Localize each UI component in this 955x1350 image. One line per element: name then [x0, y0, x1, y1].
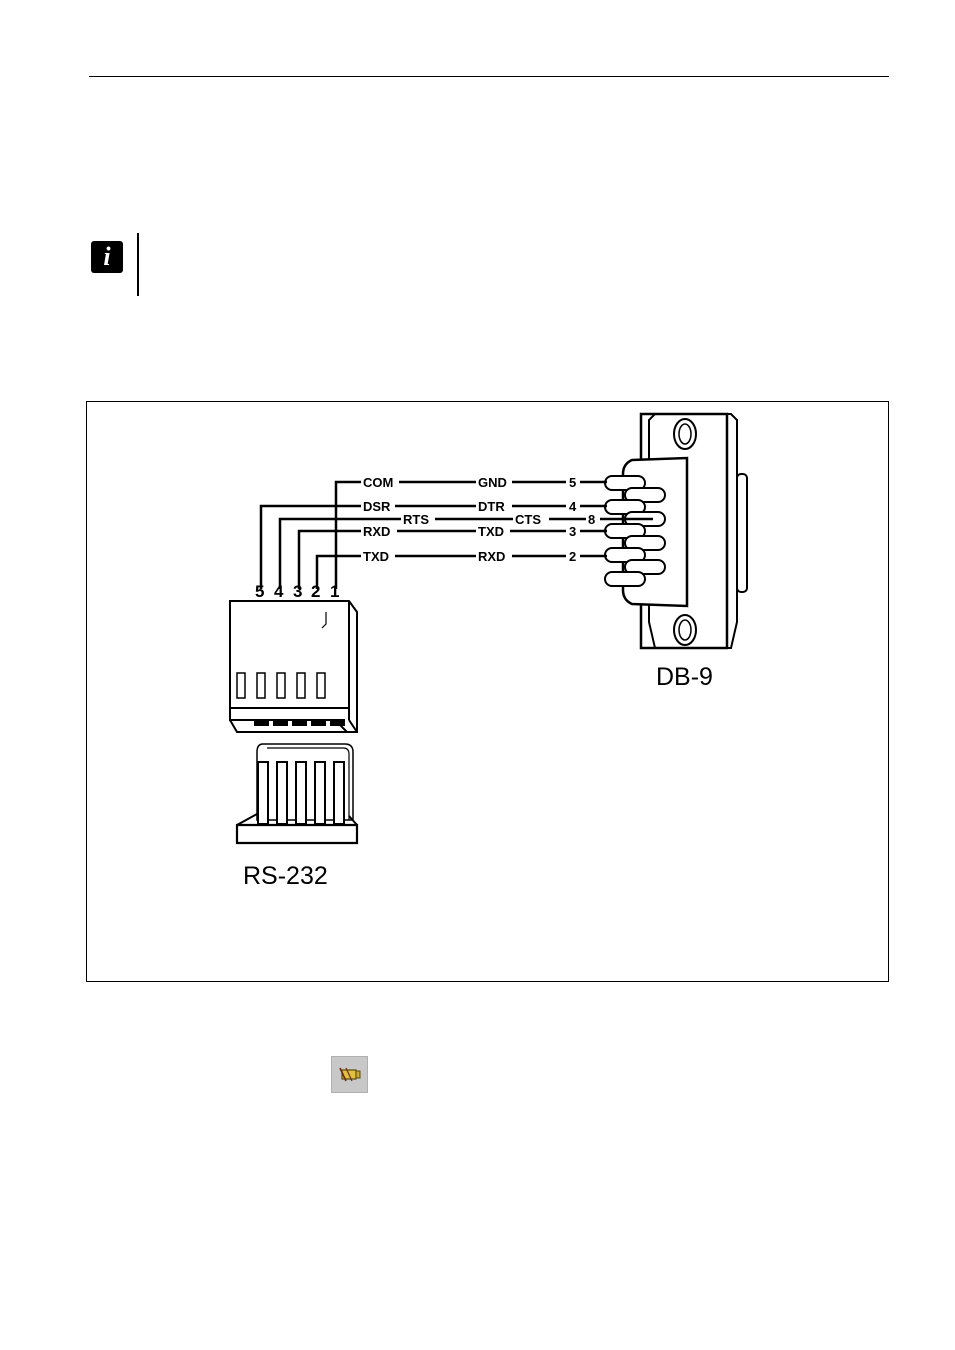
wire-label-rts: RTS: [403, 512, 429, 527]
connect-icon[interactable]: [331, 1056, 368, 1093]
wire-labels: COM GND 5 DSR DTR 4 RTS CTS 8 RXD TXD 3 …: [361, 475, 600, 564]
db9-pin-3: 3: [569, 524, 576, 539]
wire-label-txd-2: TXD: [363, 549, 389, 564]
rs232-pin-5: 5: [255, 582, 264, 601]
rs232-pin-3: 3: [293, 582, 302, 601]
note-bar: [137, 233, 139, 296]
rs232-plug: [229, 600, 358, 733]
info-glyph: i: [103, 242, 111, 271]
figure-frame: COM GND 5 DSR DTR 4 RTS CTS 8 RXD TXD 3 …: [86, 401, 889, 982]
header-rule: [89, 76, 889, 77]
db9-connector: [604, 412, 748, 650]
rs232-header: [235, 743, 359, 845]
connect-icon-glyph: [339, 1067, 361, 1082]
wire-label-cts: CTS: [515, 512, 541, 527]
db9-pin-4: 4: [569, 499, 577, 514]
rs232-pin-4: 4: [274, 582, 284, 601]
db9-label: DB-9: [656, 663, 713, 691]
wiring-diagram: COM GND 5 DSR DTR 4 RTS CTS 8 RXD TXD 3 …: [229, 412, 748, 890]
wire-label-rxd: RXD: [363, 524, 390, 539]
wire-label-com: COM: [363, 475, 393, 490]
rs232-pin-2: 2: [311, 582, 320, 601]
wire-label-txd: TXD: [478, 524, 504, 539]
wire-label-dtr: DTR: [478, 499, 505, 514]
rs232-label: RS-232: [243, 862, 328, 890]
db9-pin-2: 2: [569, 549, 576, 564]
info-icon: i: [91, 241, 123, 273]
db9-pin-5: 5: [569, 475, 576, 490]
wire-label-gnd: GND: [478, 475, 507, 490]
wire-label-rxd-2: RXD: [478, 549, 505, 564]
wires: [259, 480, 653, 589]
db9-pin-8: 8: [588, 512, 595, 527]
rs232-pin-numbers: 5 4 3 2 1: [255, 582, 339, 601]
wire-label-dsr: DSR: [363, 499, 391, 514]
rs232-pin-1: 1: [330, 582, 339, 601]
